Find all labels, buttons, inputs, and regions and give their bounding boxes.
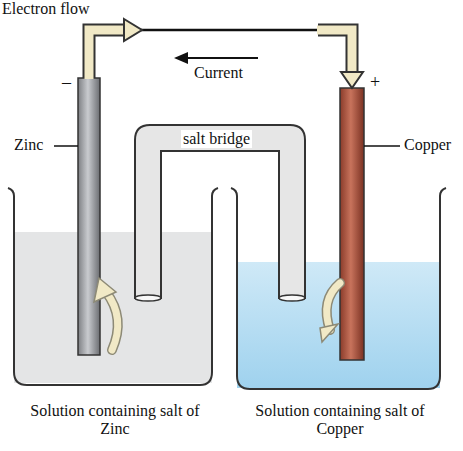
leader-line: [54, 145, 78, 147]
salt-bridge-tube: [135, 125, 305, 298]
arrowhead: [174, 52, 188, 64]
ion-arrow: [327, 283, 340, 330]
beaker: [8, 188, 218, 385]
caption-label: Solution containing salt of Zinc: [20, 402, 210, 439]
ion-arrow: [327, 283, 340, 330]
electron-arrow: [318, 30, 352, 74]
tube-end: [279, 295, 305, 301]
tube-end: [135, 295, 161, 301]
electron-arrow: [89, 30, 126, 78]
current-arrow: [184, 57, 258, 59]
arrowhead: [320, 324, 338, 342]
title-label: Electron flow: [2, 0, 90, 18]
arrowhead: [124, 19, 142, 41]
arrowhead: [94, 278, 116, 302]
zinc-solution: [14, 232, 212, 383]
zinc-electrode: [78, 78, 100, 355]
electron-arrow: [317, 30, 352, 75]
ion-arrow: [106, 292, 118, 350]
part-label: salt bridge: [181, 130, 252, 148]
ion-arrow: [106, 292, 118, 350]
electron-arrow: [89, 30, 127, 79]
beaker: [231, 188, 446, 389]
leader-line: [364, 145, 400, 147]
part-label: Zinc: [14, 136, 43, 154]
current-label: Current: [194, 64, 243, 82]
polarity-sign: –: [62, 72, 71, 93]
copper-electrode: [340, 88, 364, 360]
wire: [136, 29, 322, 32]
polarity-sign: +: [370, 72, 380, 93]
copper-solution: [237, 262, 440, 388]
caption-label: Solution containing salt of Copper: [245, 402, 435, 439]
arrowhead: [341, 72, 363, 88]
part-label: Copper: [404, 136, 451, 154]
